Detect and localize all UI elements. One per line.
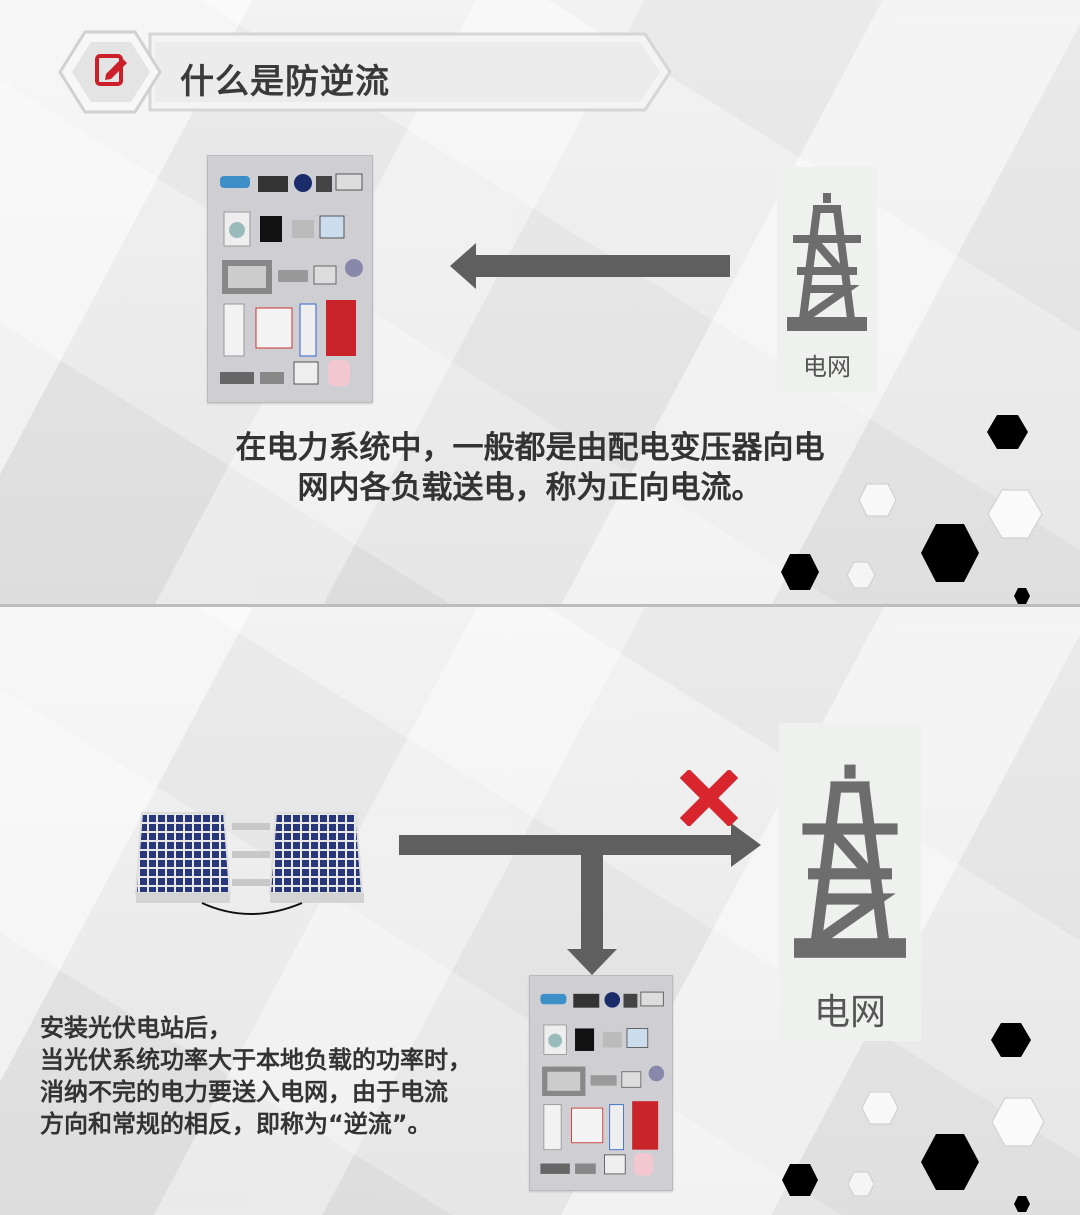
reverse-current-caption: 安装光伏电站后， 当光伏系统功率大于本地负载的功率时， 消纳不完的电力要送入电网… [40,1012,520,1140]
hexagon-decoration [781,415,1043,604]
edit-icon [95,54,127,86]
grid-label: 电网 [813,992,886,1033]
solar-panel-icon [134,812,364,915]
caption-line: 网内各负载送电，称为正向电流。 [297,470,763,506]
caption-line: 在电力系统中，一般都是由配电变压器向电 [235,430,825,466]
arrow-down-icon [567,855,617,975]
arrow-left-icon [450,243,730,289]
grid-label: 电网 [803,353,851,381]
grid-tower-box: 电网 [779,723,921,1041]
caption-line: 当光伏系统功率大于本地负载的功率时， [40,1046,472,1074]
grid-tower-box: 电网 [777,167,877,392]
appliances-image [529,975,673,1191]
caption-line: 消纳不完的电力要送入电网，由于电流 [40,1078,448,1106]
caption-line: 方向和常规的相反，即称为“逆流”。 [40,1110,432,1138]
appliances-image [207,155,373,403]
arrow-right-icon [399,823,761,867]
section-divider [0,604,1080,607]
forward-current-caption: 在电力系统中，一般都是由配电变压器向电 网内各负载送电，称为正向电流。 [190,428,870,508]
blocked-x-icon [680,770,738,826]
power-tower-icon [794,764,906,958]
caption-line: 安装光伏电站后， [40,1014,232,1042]
page-title: 什么是防逆流 [180,62,390,102]
power-tower-icon [787,193,867,331]
reverse-flow-arrows [399,823,761,975]
hexagon-decoration [782,1023,1045,1212]
